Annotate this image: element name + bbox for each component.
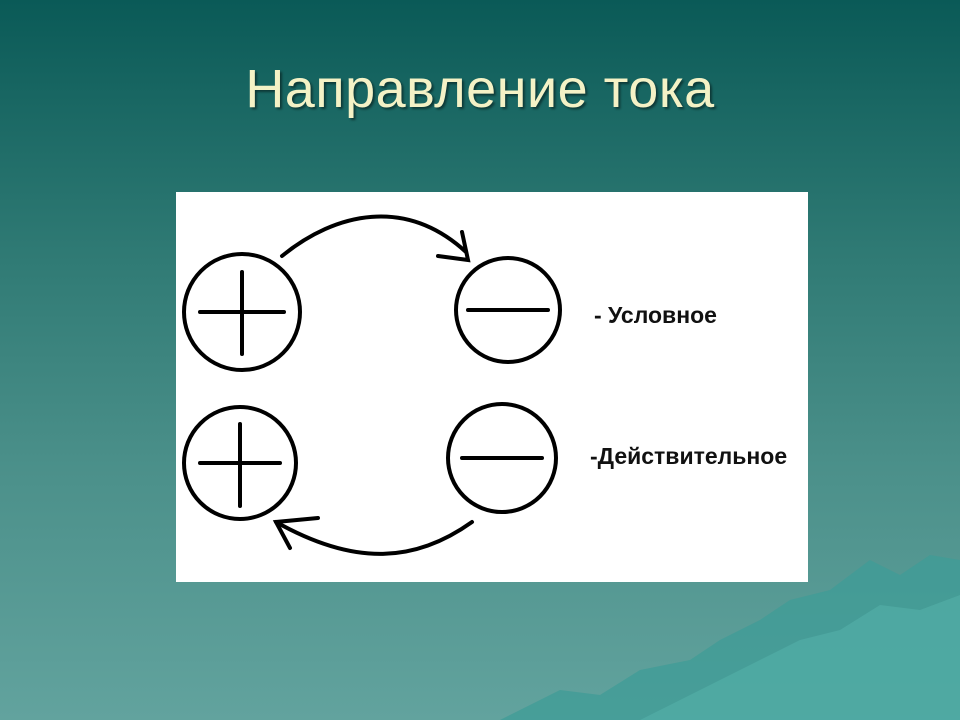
conventional-arrow xyxy=(280,214,468,258)
negative-charge-icon-2 xyxy=(446,402,558,514)
actual-label: -Действительное xyxy=(590,443,788,469)
negative-charge-icon xyxy=(454,256,562,364)
conventional-label: - Условное xyxy=(594,302,717,328)
positive-charge-icon xyxy=(182,252,302,372)
slide-title: Направление тока xyxy=(245,59,715,119)
actual-arrowhead xyxy=(272,516,320,550)
actual-arrow xyxy=(274,520,474,556)
diagram-drawing xyxy=(182,214,562,556)
conventional-arrowhead xyxy=(436,230,471,263)
current-direction-diagram: - Условное -Действительное xyxy=(176,192,808,582)
positive-charge-icon-2 xyxy=(182,405,298,521)
